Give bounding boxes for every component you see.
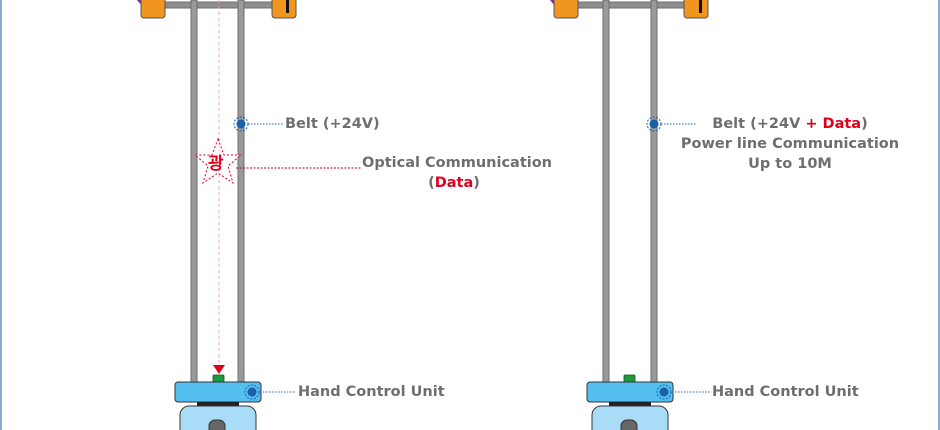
left-hand-unit-connector-ring (244, 384, 260, 400)
left-hand-unit-connector (247, 387, 257, 397)
range-label: Up to 10M (748, 156, 832, 172)
power-line-communication-label: Power line Communication (680, 136, 900, 152)
right-hand-base-plate (609, 402, 651, 407)
left-belt-connector (236, 119, 246, 129)
left-belt-label: Belt (+24V) (285, 116, 380, 132)
left-crossbar (159, 1, 281, 9)
right-hand-base (591, 405, 669, 430)
right-belt-prefix: Belt (+24V (712, 116, 806, 132)
optical-open-paren: ( (428, 175, 435, 191)
right-belt-label: Belt (+24V + Data) (680, 114, 900, 134)
right-hand-grip (620, 419, 638, 430)
left-rail-2 (237, 0, 245, 386)
optical-communication-title: Optical Communication (362, 155, 553, 171)
right-hand-unit-label: Hand Control Unit (712, 384, 859, 400)
left-hand-base (179, 405, 257, 430)
optical-data-line: (Data) (362, 173, 546, 193)
right-belt-suffix: ) (861, 116, 868, 132)
optical-close-paren: ) (473, 175, 480, 191)
right-belt-connector (649, 119, 659, 129)
optical-star-icon (193, 137, 243, 185)
right-assembly (550, 0, 710, 430)
right-clamp-right (683, 0, 709, 19)
left-clamp-slot (286, 0, 289, 13)
right-rail-1 (602, 0, 610, 386)
optical-arrow-icon (213, 365, 225, 374)
left-clamp-left (140, 0, 166, 19)
optical-data-keyword: Data (434, 175, 474, 191)
right-hand-unit-connector-ring (656, 384, 672, 400)
left-clamp-right (271, 0, 297, 19)
right-rail-2 (650, 0, 658, 386)
left-rail-1 (190, 0, 198, 386)
left-assembly (137, 0, 362, 430)
optical-star-glyph: 광 (208, 154, 224, 174)
optical-communication-label: Optical Communication (Data) (362, 153, 553, 193)
right-belt-plus-data: + Data (805, 116, 862, 132)
right-clamp-left (553, 0, 579, 19)
right-led-sensor (623, 374, 636, 383)
right-clamp-slot (699, 0, 702, 13)
left-hand-unit-label: Hand Control Unit (298, 384, 445, 400)
right-hand-unit-connector (659, 387, 669, 397)
left-hand-base-plate (197, 402, 239, 407)
right-crossbar (573, 1, 693, 9)
power-line-label-block: Belt (+24V + Data) Power line Communicat… (680, 114, 900, 174)
left-led-sensor (212, 374, 225, 383)
left-hand-grip (208, 419, 226, 430)
